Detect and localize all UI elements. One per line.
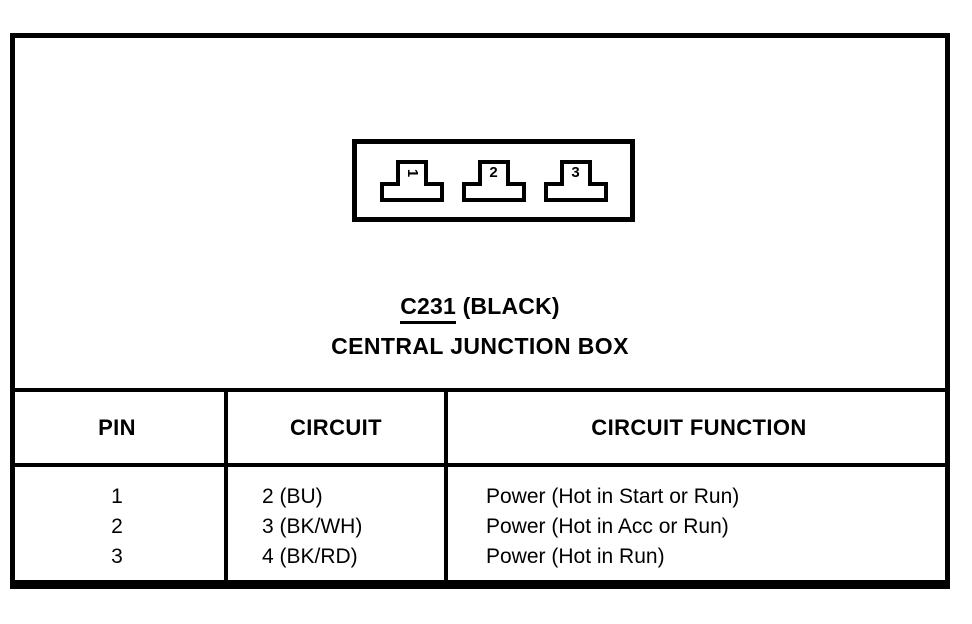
column-header-circuit: CIRCUIT [289,414,382,440]
column-header-circuit-function: CIRCUIT FUNCTION [591,414,807,440]
terminal-seam [481,179,506,188]
body-column-pin: 1 2 3 [10,467,224,585]
pin-table-header-row: PIN CIRCUIT CIRCUIT FUNCTION [10,392,950,467]
connector-terminal-2: 2 [461,159,526,202]
table-row: Power (Hot in Acc or Run) [486,515,729,538]
terminal-seam [399,179,424,188]
table-row: 1 [111,485,123,508]
column-header-pin: PIN [98,414,136,440]
table-row: 2 (BU) [262,485,323,508]
connector-color: (BLACK) [462,293,560,319]
circuit-function-values: Power (Hot in Start or Run) Power (Hot i… [448,476,950,576]
terminal-pin-number-2: 2 [489,163,498,181]
pin-values: 1 2 3 [10,476,224,576]
header-cell-pin: PIN [10,392,224,463]
terminal-pin-number-1: 1 [403,168,421,177]
title-block: C231 (BLACK) CENTRAL JUNCTION BOX [15,293,945,360]
table-row: 4 (BK/RD) [262,545,358,568]
table-row: 3 (BK/WH) [262,515,363,538]
table-row: 2 [111,515,123,538]
connector-terminal-1: 1 [379,159,444,202]
header-cell-circuit-function: CIRCUIT FUNCTION [444,392,950,463]
pin-table-body: 1 2 3 2 (BU) 3 (BK/WH) 4 (BK/RD) Power (… [10,467,950,585]
table-row: Power (Hot in Start or Run) [486,485,740,508]
connector-pins-row: 1 2 3 [352,139,635,222]
diagram-frame: 1 2 3 C231 (BLACK) [10,33,950,589]
header-cell-circuit: CIRCUIT [224,392,444,463]
body-column-circuit: 2 (BU) 3 (BK/WH) 4 (BK/RD) [224,467,444,585]
body-column-circuit-function: Power (Hot in Start or Run) Power (Hot i… [444,467,950,585]
title-spacer [456,293,463,319]
component-name: CENTRAL JUNCTION BOX [331,333,629,359]
terminal-seam [563,179,588,188]
circuit-values: 2 (BU) 3 (BK/WH) 4 (BK/RD) [228,476,444,576]
connector-illustration: 1 2 3 [352,139,635,222]
connector-terminal-3: 3 [543,159,608,202]
connector-title-line: C231 (BLACK) [15,293,945,324]
connector-code: C231 [400,293,456,324]
terminal-pin-number-3: 3 [571,163,580,181]
table-row: 3 [111,545,123,568]
table-row: Power (Hot in Run) [486,545,665,568]
pin-table: PIN CIRCUIT CIRCUIT FUNCTION 1 2 3 [10,388,950,589]
